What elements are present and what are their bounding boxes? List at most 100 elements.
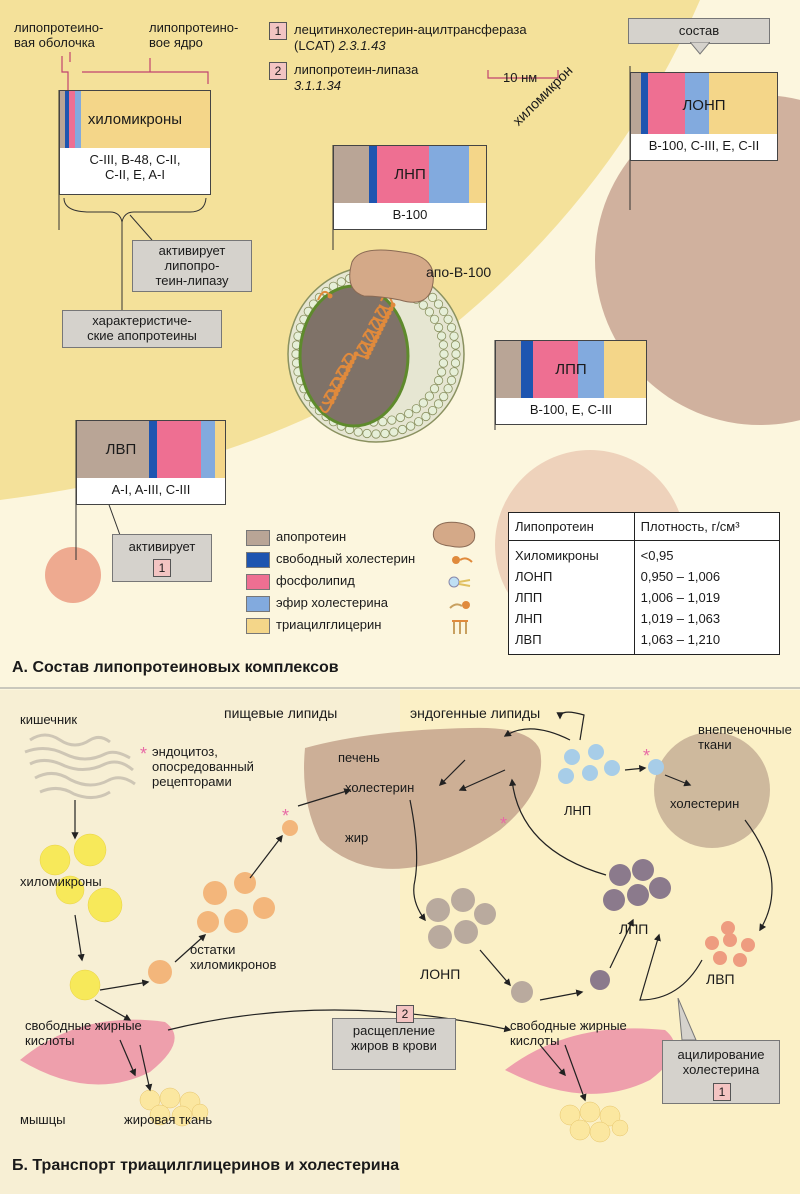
activates-text: активирует — [128, 539, 196, 554]
extrahepatic-tissue — [654, 732, 770, 848]
table-cell: ЛВП — [508, 629, 635, 655]
legend-swatch-apoprotein — [246, 530, 270, 546]
hdl-label: ЛВП — [706, 971, 735, 987]
ldl-particles — [558, 744, 664, 784]
idl-name: ЛПП — [555, 361, 587, 378]
table-cell: <0,95 — [640, 548, 674, 563]
remnant-particles — [148, 820, 298, 984]
cholesterol-label: холестерин — [345, 780, 415, 795]
col-lipoprotein: Липопротеин — [508, 512, 635, 541]
vldl-label: ЛОНП — [420, 966, 461, 982]
fat-label: жир — [345, 830, 369, 845]
enzyme-num-1: 1 — [269, 22, 287, 40]
legend-icons — [432, 521, 476, 634]
enzyme-1-ec: 2.3.1.43 — [338, 38, 386, 53]
svg-text:*: * — [282, 806, 289, 826]
idl-apo: B-100, E, C-III — [495, 398, 647, 425]
fat-split-box: расщепление жиров в крови — [332, 1018, 456, 1070]
core-label: липопротеино- вое ядро — [149, 20, 239, 50]
svg-text:*: * — [500, 814, 507, 834]
svg-text:*: * — [643, 746, 650, 766]
muscle-right — [505, 1028, 675, 1094]
hdl-sphere — [45, 547, 101, 603]
liver-label: печень — [338, 750, 380, 765]
table-row: ЛПП 1,006 – 1,019 — [508, 587, 780, 608]
legend-swatch-tag — [246, 618, 270, 634]
table-cell: 0,950 – 1,006 — [640, 569, 721, 584]
enzyme-num-2: 2 — [269, 62, 287, 80]
ldl-particle-illustration — [287, 249, 465, 443]
extrahepatic-label: внепеченочные ткани — [698, 722, 792, 752]
apoprotein-icon — [432, 521, 476, 548]
enzyme-1-name: лецитинхолестерин-ацилтрансфераза — [294, 22, 527, 37]
col-density: Плотность, г/см³ — [634, 512, 780, 541]
chylomicron-particles — [39, 833, 123, 1001]
intestine-label: кишечник — [20, 712, 78, 727]
vldl-name: ЛОНП — [682, 97, 726, 114]
table-cell: 1,063 – 1,210 — [640, 632, 721, 647]
vldl-flag: ЛОНП — [630, 72, 778, 136]
hdl-name: ЛВП — [105, 441, 137, 458]
density-table: Липопротеин Плотность, г/см³ Хиломикроны… — [508, 512, 780, 655]
chylomicron-apo: C-III, B-48, C-II, C-II, E, A-I — [59, 148, 211, 195]
hdl-apo: A-I, A-III, C-III — [76, 478, 226, 505]
legend-chol-ester: эфир холестерина — [276, 595, 388, 610]
panel-b-title: Б. Транспорт триацилглицеринов и холесте… — [12, 1157, 400, 1174]
table-row: Хиломикроны <0,95 — [508, 540, 780, 566]
enzyme-2-ec: 3.1.1.34 — [294, 78, 341, 93]
ldl-apo: B-100 — [333, 203, 487, 230]
endocytosis-label: эндоцитоз, опосредованный рецепторами — [152, 744, 254, 789]
remnants-label: остатки хиломикронов — [190, 942, 277, 972]
acylation-box: ацилирование холестерина 1 — [662, 1040, 780, 1104]
ffa-left-label: свободные жирные кислоты — [25, 1018, 142, 1048]
svg-text:*: * — [140, 744, 147, 764]
density-table-header: Липопротеин Плотность, г/см³ — [508, 512, 780, 541]
adipose-label: жировая ткань — [124, 1112, 213, 1127]
chylomicron-flag: хиломикроны — [59, 90, 211, 150]
vldl-particles — [426, 888, 533, 1003]
table-cell: 1,019 – 1,063 — [640, 611, 721, 626]
ffa-right-label: свободные жирные кислоты — [510, 1018, 627, 1048]
table-row: ЛВП 1,063 – 1,210 — [508, 629, 780, 655]
food-lipids-label: пищевые липиды — [224, 705, 338, 721]
activates-box: активирует 1 — [112, 534, 212, 582]
intestine-art — [24, 733, 136, 799]
adipose-left — [139, 1087, 209, 1127]
ldl-label: ЛНП — [564, 803, 592, 818]
table-cell: Хиломикроны — [508, 540, 635, 566]
hdl-particles — [705, 921, 755, 967]
table-cell: ЛОНП — [508, 566, 635, 587]
enzyme-2-name: липопротеин-липаза — [294, 62, 419, 77]
phospholipid-icon — [448, 576, 471, 588]
legend-tag: триацилглицерин — [276, 617, 382, 632]
activates-lpl-box: активирует липопро- теин-липазу — [132, 240, 252, 292]
fat-split-text: расщепление жиров в крови — [351, 1023, 437, 1053]
enzyme-1-abbr: (LCAT) 2.3.1.43 — [294, 38, 386, 53]
apo-b100-label: апо-В-100 — [426, 264, 492, 280]
table-cell: 1,006 – 1,019 — [640, 590, 721, 605]
table-row: ЛНП 1,019 – 1,063 — [508, 608, 780, 629]
endo-lipids-label: эндогенные липиды — [410, 705, 541, 721]
fat-split-num: 2 — [396, 1005, 414, 1023]
chylomicron-name: хиломикроны — [87, 111, 183, 128]
panel-a-title: А. Состав липопротеиновых комплексов — [12, 659, 339, 676]
free-cholesterol-icon — [452, 556, 473, 564]
legend-free-chol: свободный холестерин — [276, 551, 416, 566]
activates-num: 1 — [153, 559, 171, 577]
table-cell: ЛНП — [508, 608, 635, 629]
adipose-right — [559, 1101, 629, 1143]
idl-flag: ЛПП — [495, 340, 647, 400]
table-cell: ЛПП — [508, 587, 635, 608]
acylation-num: 1 — [713, 1083, 731, 1101]
chylomicrons-label: хиломикроны — [20, 874, 102, 889]
composition-callout: состав — [628, 18, 770, 44]
legend-swatch-free-chol — [246, 552, 270, 568]
legend-swatch-chol-ester — [246, 596, 270, 612]
legend-phospholipid: фосфолипид — [276, 573, 355, 588]
acylation-pointer — [677, 998, 697, 1041]
chol-ester-icon — [449, 601, 470, 609]
ldl-flag: ЛНП — [333, 145, 487, 205]
legend-swatch-phospholipid — [246, 574, 270, 590]
table-row: ЛОНП 0,950 – 1,006 — [508, 566, 780, 587]
